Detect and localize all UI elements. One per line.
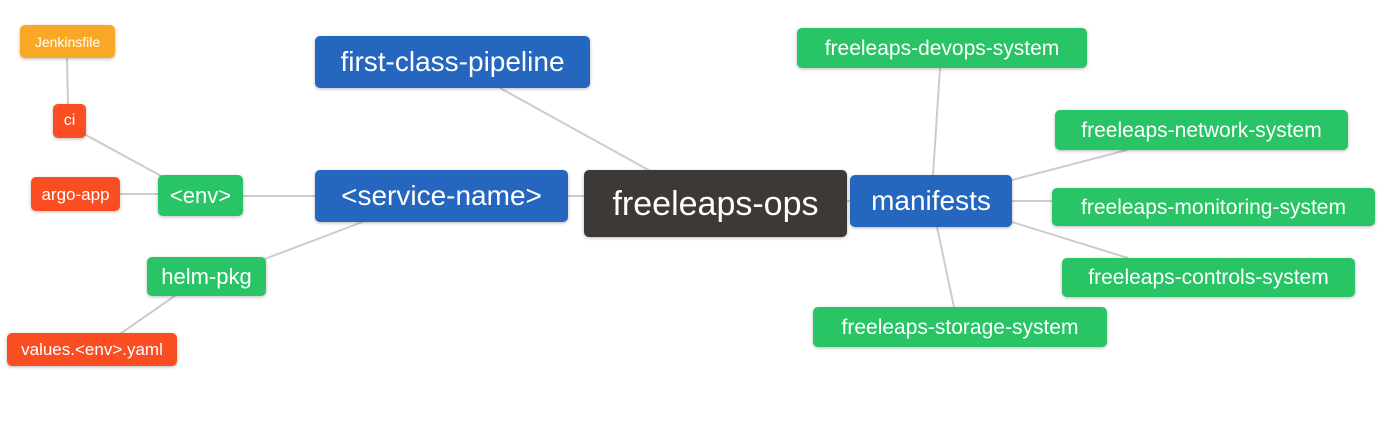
edge-values-helm-pkg — [119, 294, 177, 335]
node-env[interactable]: <env> — [158, 175, 243, 216]
node-values-env-yaml[interactable]: values.<env>.yaml — [7, 333, 177, 366]
edge-pipeline-ops — [499, 87, 653, 173]
edge-helm-pkg-service — [261, 220, 366, 261]
node-helm-pkg[interactable]: helm-pkg — [147, 257, 266, 296]
node-freeleaps-storage-system[interactable]: freeleaps-storage-system — [813, 307, 1107, 347]
edge-manifests-controls — [1011, 221, 1129, 259]
node-service-name[interactable]: <service-name> — [315, 170, 568, 222]
node-argo-app[interactable]: argo-app — [31, 177, 120, 211]
node-jenkinsfile[interactable]: Jenkinsfile — [20, 25, 115, 58]
edge-ci-env — [83, 133, 164, 178]
node-first-class-pipeline[interactable]: first-class-pipeline — [315, 36, 590, 88]
node-freeleaps-ops[interactable]: freeleaps-ops — [584, 170, 847, 237]
node-freeleaps-controls-system[interactable]: freeleaps-controls-system — [1062, 258, 1355, 297]
edge-manifests-storage — [936, 226, 955, 308]
node-freeleaps-monitoring-system[interactable]: freeleaps-monitoring-system — [1052, 188, 1375, 226]
node-ci[interactable]: ci — [53, 104, 86, 138]
edge-jenkinsfile-ci — [66, 57, 69, 105]
node-manifests[interactable]: manifests — [850, 175, 1012, 227]
node-freeleaps-network-system[interactable]: freeleaps-network-system — [1055, 110, 1348, 150]
node-freeleaps-devops-system[interactable]: freeleaps-devops-system — [797, 28, 1087, 68]
edge-manifests-network — [1011, 149, 1128, 181]
edge-manifests-devops — [932, 67, 941, 176]
